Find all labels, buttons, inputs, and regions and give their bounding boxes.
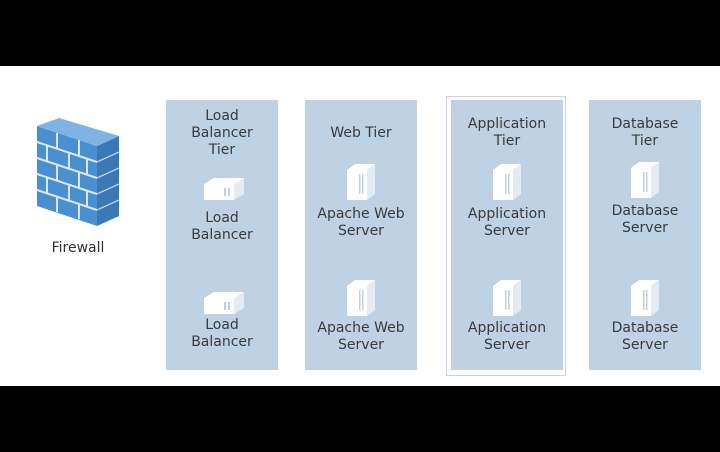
database-server-label: Database Server xyxy=(611,203,679,236)
firewall-label: Firewall xyxy=(51,240,105,256)
application-server-label: Application Server xyxy=(467,206,547,239)
web-server-label: Apache Web Server xyxy=(317,206,405,239)
load-balancer-label: Load Balancer xyxy=(191,210,253,243)
server-icon xyxy=(629,162,661,202)
tier-application: Application Tier Application Server Appl… xyxy=(451,100,563,370)
tier-title: Web Tier xyxy=(330,125,392,141)
tier-title: Database Tier xyxy=(611,116,679,149)
load-balancer-icon xyxy=(200,290,246,320)
tier-title: Load Balancer Tier xyxy=(191,108,253,158)
tier-web: Web Tier Apache Web Server Apache Web Se… xyxy=(305,100,417,370)
tier-database: Database Tier Database Server Database S… xyxy=(589,100,701,370)
server-icon xyxy=(491,164,523,204)
server-icon xyxy=(345,280,377,320)
database-server-label: Database Server xyxy=(611,320,679,353)
application-tier-outline xyxy=(446,96,566,376)
server-icon xyxy=(629,280,661,320)
tier-title: Application Tier xyxy=(467,116,547,149)
server-icon xyxy=(345,164,377,204)
web-server-label: Apache Web Server xyxy=(317,320,405,353)
application-server-label: Application Server xyxy=(467,320,547,353)
load-balancer-icon xyxy=(200,176,246,206)
load-balancer-label: Load Balancer xyxy=(191,317,253,350)
firewall-icon xyxy=(35,118,121,228)
server-icon xyxy=(491,280,523,320)
tier-load-balancer: Load Balancer Tier Load Balancer Load Ba… xyxy=(166,100,278,370)
